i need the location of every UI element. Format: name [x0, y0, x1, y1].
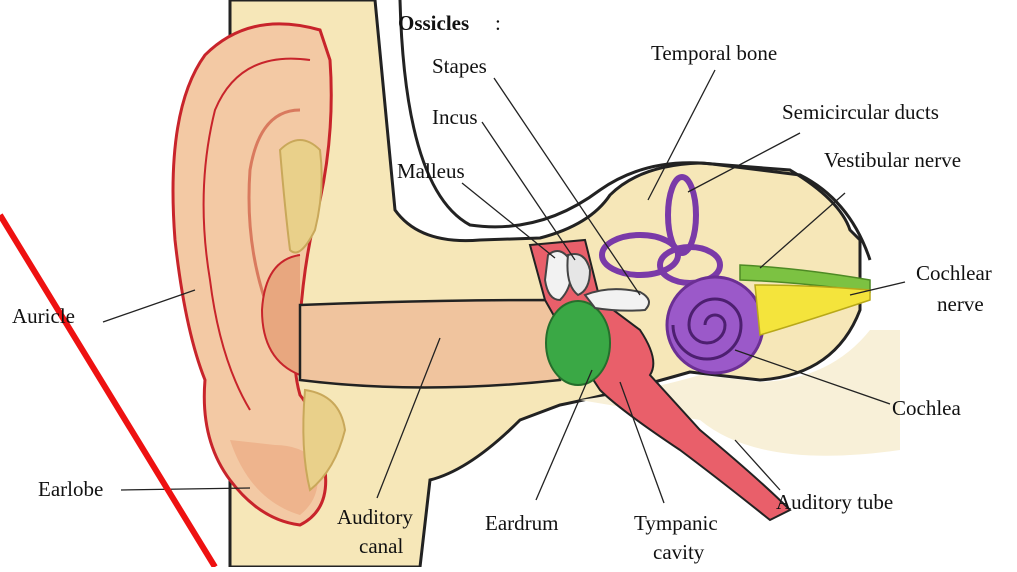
eardrum-shape	[546, 301, 610, 385]
label-auricle: Auricle	[12, 305, 75, 327]
label-cochlea: Cochlea	[892, 397, 961, 419]
label-vestibular-nerve: Vestibular nerve	[824, 149, 961, 171]
label-semicircular-ducts: Semicircular ducts	[782, 101, 939, 123]
label-temporal-bone: Temporal bone	[651, 42, 777, 64]
label-auditory-tube: Auditory tube	[776, 491, 893, 513]
stapes-shape	[585, 289, 649, 311]
label-cochlear-nerve-line1: Cochlear	[916, 262, 992, 284]
label-malleus: Malleus	[397, 160, 465, 182]
label-cochlear-nerve-line2: nerve	[937, 293, 984, 315]
label-eardrum: Eardrum	[485, 512, 558, 534]
auditory-canal	[300, 300, 560, 388]
label-tympanic-cavity-line2: cavity	[653, 541, 704, 563]
cochlea-shape	[667, 277, 763, 373]
label-earlobe: Earlobe	[38, 478, 103, 500]
label-stapes: Stapes	[432, 55, 487, 77]
label-auditory-canal-line1: Auditory	[337, 506, 413, 528]
label-tympanic-cavity-line1: Tympanic	[634, 512, 718, 534]
label-incus: Incus	[432, 106, 478, 128]
label-ossicles: Ossicles	[398, 12, 469, 34]
label-ossicles-colon: :	[495, 12, 501, 34]
label-auditory-canal-line2: canal	[359, 535, 403, 557]
